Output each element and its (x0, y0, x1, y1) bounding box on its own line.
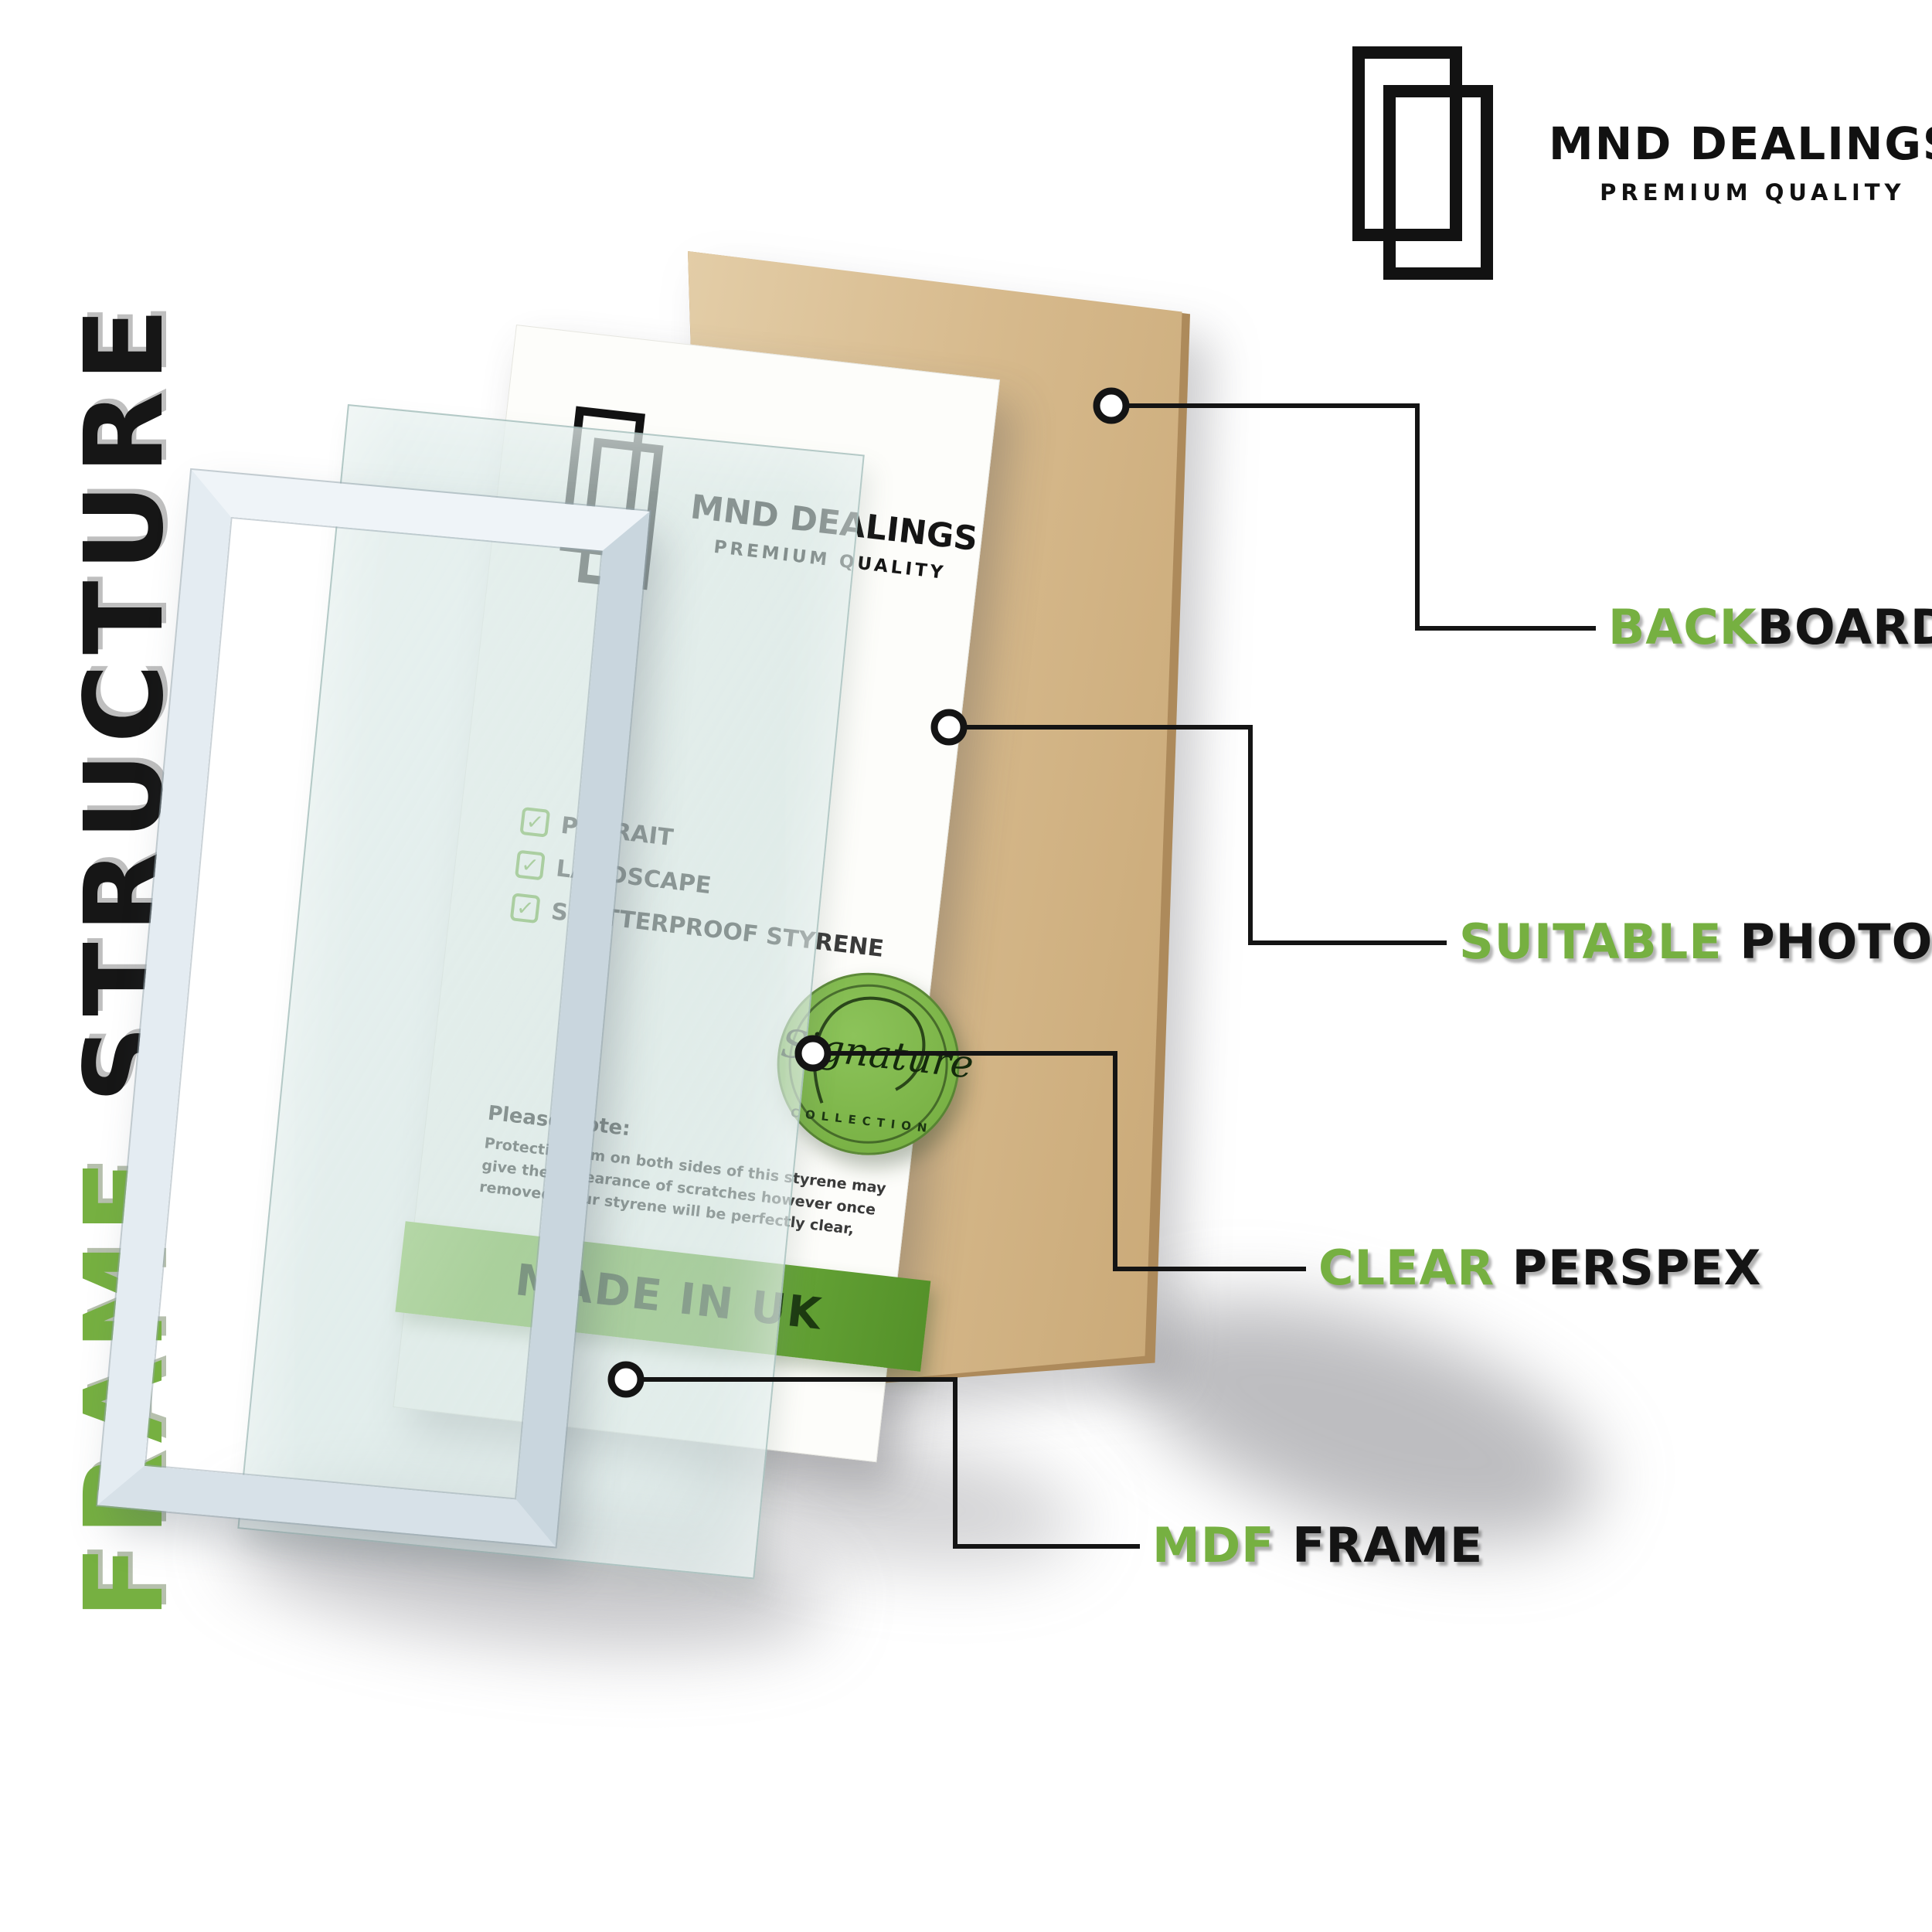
callout-dot-mdf-frame (607, 1361, 645, 1398)
brand-tagline: PREMIUM QUALITY (1600, 179, 1906, 206)
callout-label-green: MDF (1152, 1517, 1275, 1573)
callout-dot-backboard (1093, 387, 1130, 424)
callout-dot-clear-perspex (794, 1035, 832, 1072)
callout-line-suitable-photo (949, 725, 1447, 945)
callout-label-suitable-photo: SUITABLE PHOTO (1459, 913, 1932, 970)
callout-label-black: PERSPEX (1495, 1240, 1762, 1296)
callout-label-black: PHOTO (1722, 913, 1932, 970)
callout-label-black: FRAME (1274, 1517, 1484, 1573)
callout-line-backboard (1111, 403, 1596, 631)
callout-label-clear-perspex: CLEAR PERSPEX (1318, 1240, 1761, 1296)
callout-line-clear-perspex (813, 1051, 1306, 1271)
brand-name: MND DEALINGS (1549, 117, 1932, 170)
callout-label-green: BACK (1608, 599, 1757, 655)
logo-rectangle-inner (1383, 85, 1493, 280)
callout-label-green: CLEAR (1318, 1240, 1495, 1296)
callout-line-mdf-frame (626, 1377, 1140, 1549)
brand-logo-icon (1352, 46, 1516, 295)
brand-header: MND DEALINGS PREMIUM QUALITY (1352, 46, 1932, 295)
callout-label-green: SUITABLE (1459, 913, 1723, 970)
callout-label-mdf-frame: MDF FRAME (1152, 1517, 1483, 1573)
callout-dot-suitable-photo (930, 709, 968, 746)
callout-label-backboard: BACKBOARD (1608, 599, 1932, 655)
brand-text: MND DEALINGS PREMIUM QUALITY (1549, 117, 1932, 295)
callout-label-black: BOARD (1757, 599, 1932, 655)
